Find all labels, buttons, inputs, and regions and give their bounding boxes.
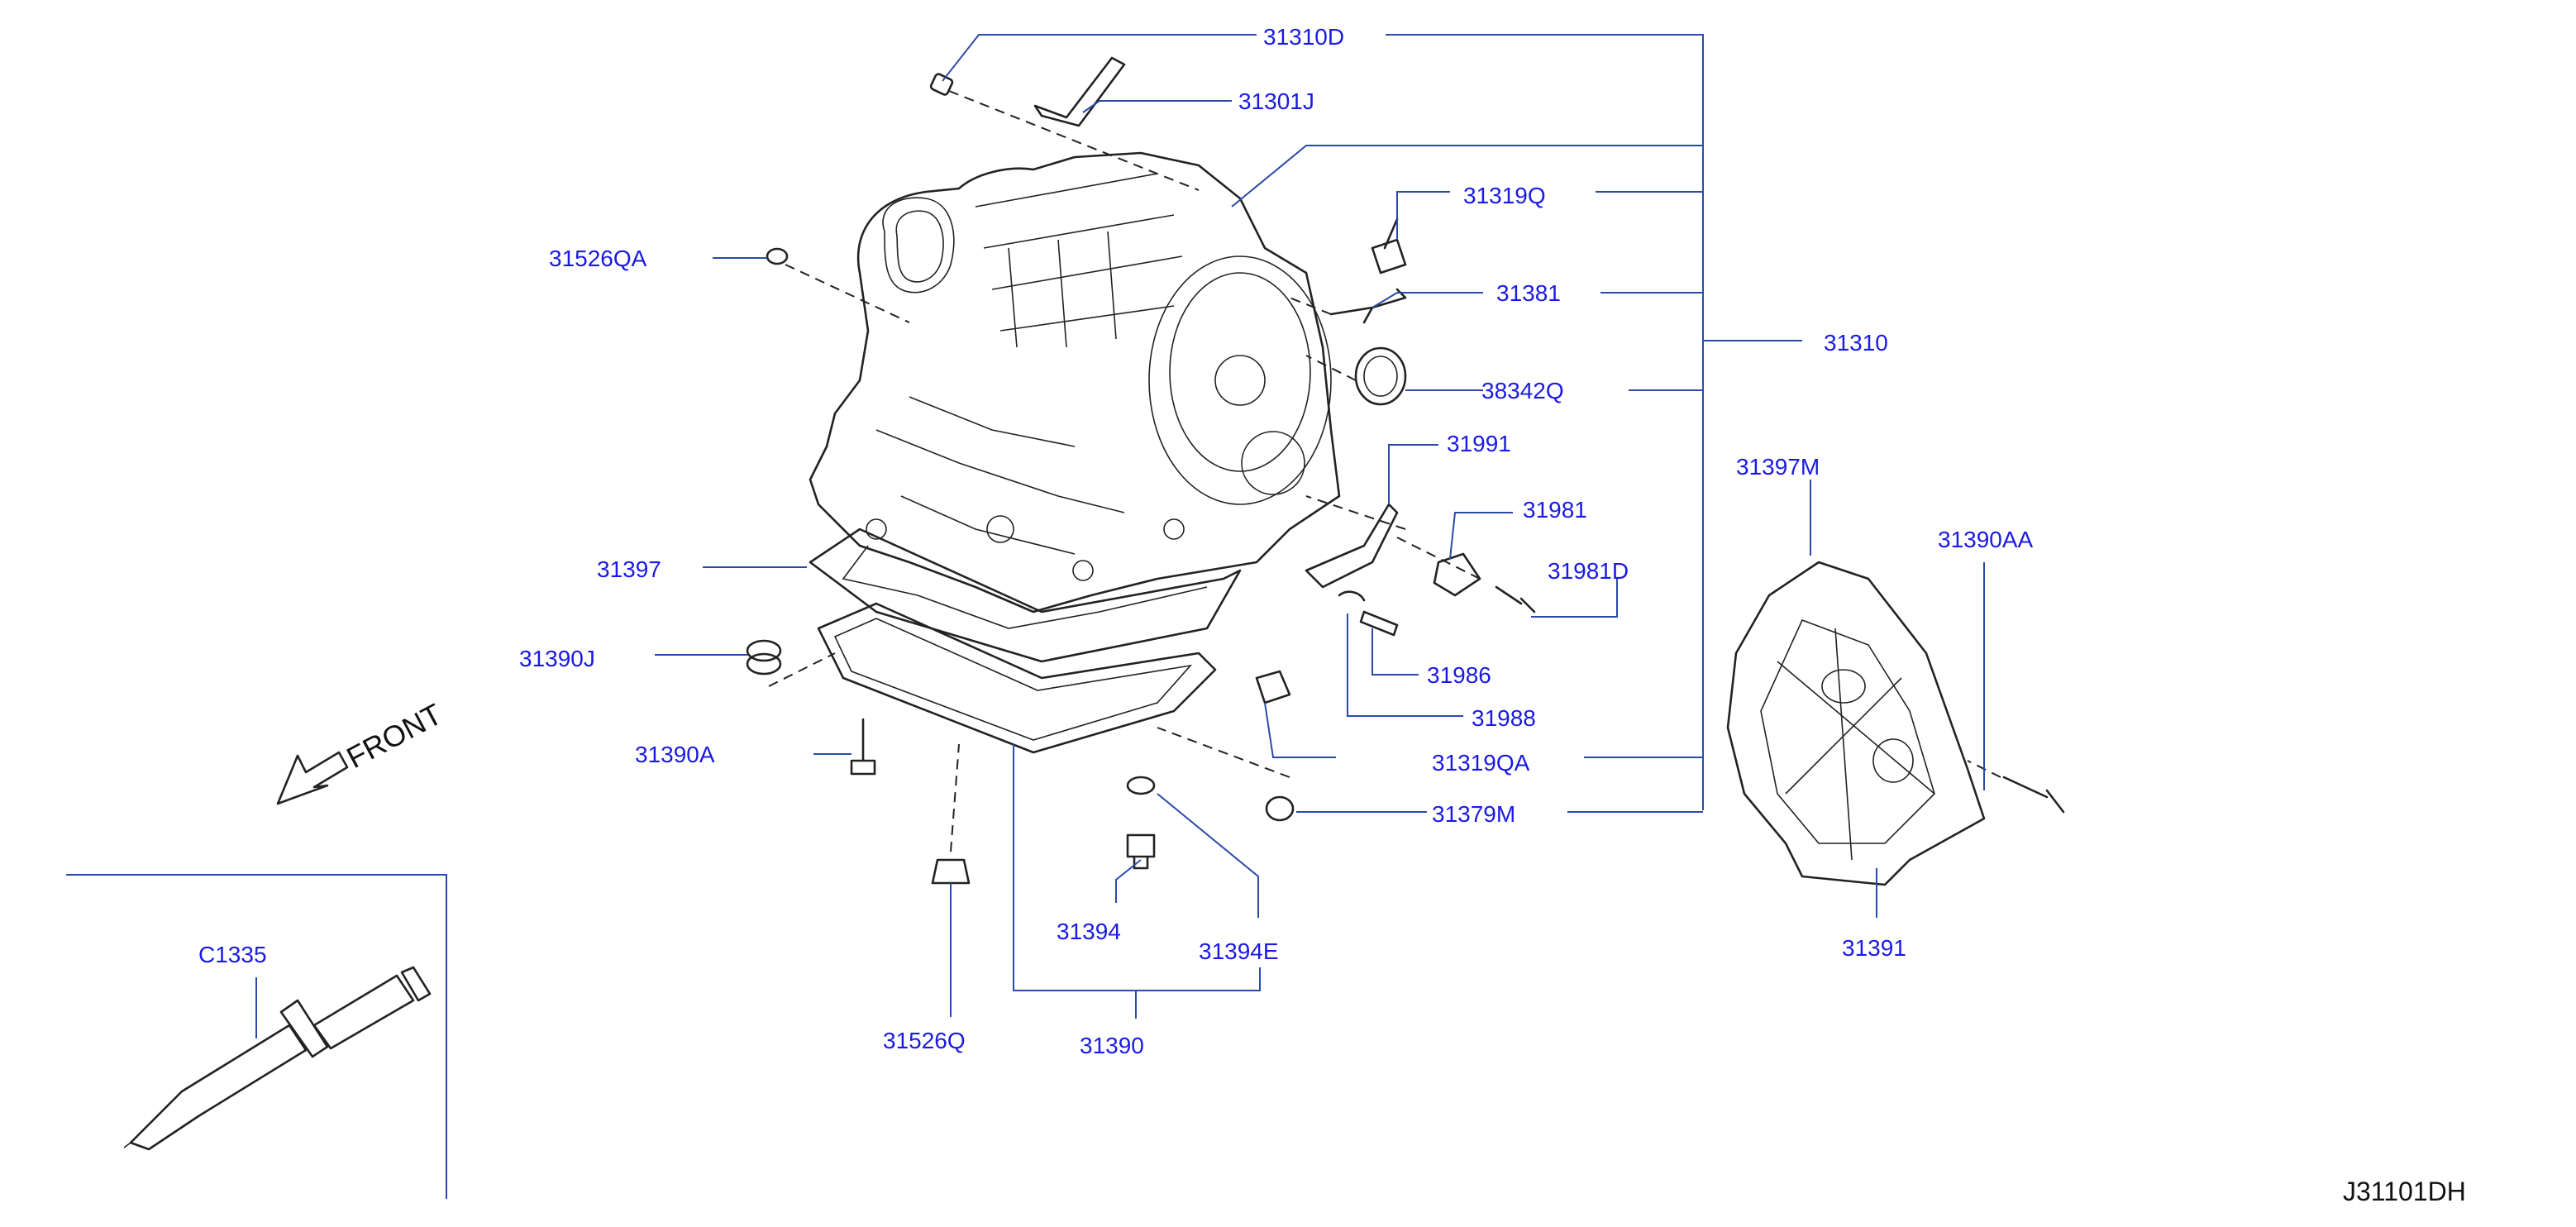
oil-pan [817, 602, 1217, 754]
small-parts [746, 56, 2065, 885]
label-31526qa: 31526QA [549, 246, 647, 271]
label-31310: 31310 [1824, 330, 1888, 356]
transmission-case [809, 151, 1341, 629]
label-31390aa: 31390AA [1938, 527, 2034, 552]
label-31986: 31986 [1427, 662, 1491, 688]
front-direction-arrow [276, 751, 349, 805]
label-31310d: 31310D [1263, 24, 1344, 50]
oil-pan-gasket [809, 528, 1242, 663]
label-31390: 31390 [1080, 1033, 1144, 1058]
label-31397m: 31397M [1736, 454, 1820, 480]
alignment-lines [768, 90, 2001, 852]
sealant-tube-c1335 [66, 874, 447, 1199]
part-labels: 31310D 31301J 31319Q 31526QA 31381 31310… [198, 24, 2034, 1058]
label-31319q: 31319Q [1463, 183, 1546, 208]
label-31394: 31394 [1057, 919, 1121, 944]
label-31991: 31991 [1447, 431, 1511, 456]
label-31381: 31381 [1496, 280, 1561, 306]
label-31526q: 31526Q [883, 1028, 966, 1053]
leader-lines [255, 34, 1985, 1038]
label-31394e: 31394E [1199, 938, 1279, 964]
front-label: FRONT [341, 697, 448, 775]
label-31981d: 31981D [1548, 558, 1629, 584]
label-31301j: 31301J [1238, 88, 1314, 114]
label-31391: 31391 [1842, 935, 1906, 961]
label-c1335: C1335 [198, 942, 267, 967]
label-31379m: 31379M [1432, 801, 1515, 827]
oil-seal-38342q [1354, 346, 1407, 406]
label-31397: 31397 [597, 556, 661, 582]
label-31981: 31981 [1523, 497, 1587, 523]
label-31390a: 31390A [635, 742, 715, 767]
label-31319qa: 31319QA [1432, 750, 1530, 776]
label-31988: 31988 [1472, 705, 1536, 731]
label-31390j: 31390J [519, 646, 595, 671]
diagram-code: J31101DH [2343, 1177, 2466, 1206]
side-cover [1726, 561, 1986, 886]
label-38342q: 38342Q [1481, 378, 1564, 403]
